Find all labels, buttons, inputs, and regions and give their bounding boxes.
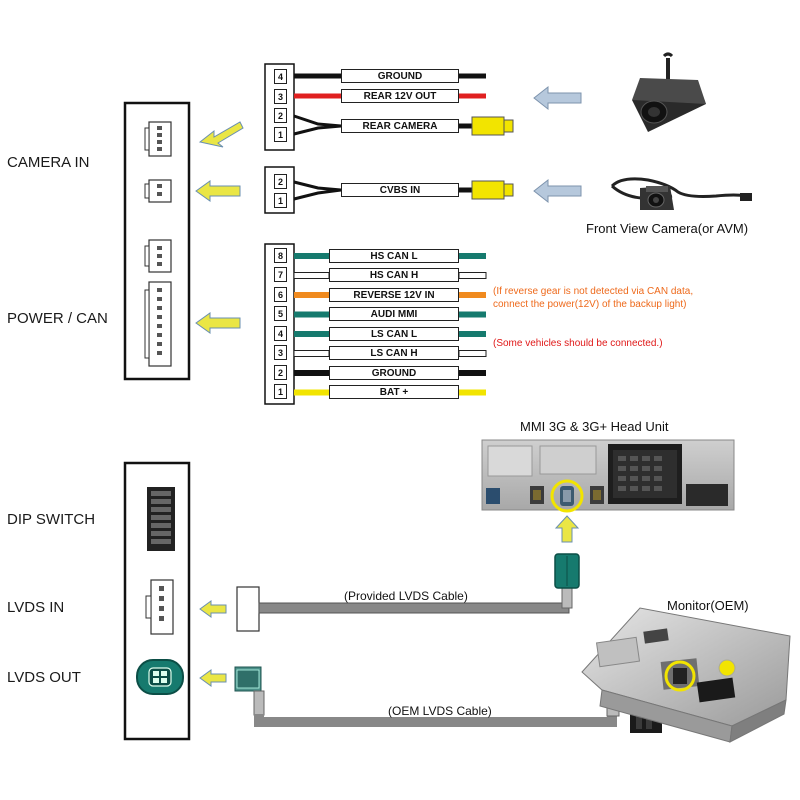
oem-lvds-cable-label: (OEM LVDS Cable): [388, 704, 492, 718]
rear-pin: 2: [274, 108, 287, 123]
power-can-connector-8pin: [144, 281, 172, 367]
power-pin: 6: [274, 287, 287, 302]
arrow-lvds-in: [199, 600, 227, 618]
power-pin: 3: [274, 345, 287, 360]
monitor-lvds-port-highlight: [664, 660, 696, 692]
rear-camera-rca-plug: [471, 116, 505, 136]
note-reverse-line1: (If reverse gear is not detected via CAN…: [493, 286, 694, 297]
power-wire-tail: [458, 272, 487, 279]
head-unit-lvds-port-highlight: [550, 479, 584, 513]
arrow-rear-camera-in: [198, 121, 244, 148]
label-lvds-in: LVDS IN: [7, 599, 65, 616]
power-pin: 1: [274, 384, 287, 399]
label-power-can: POWER / CAN: [7, 310, 108, 327]
arrow-cvbs-in: [195, 180, 241, 202]
label-camera-in: CAMERA IN: [7, 154, 90, 171]
wire-label-rear-12v-out: REAR 12V OUT: [341, 89, 459, 103]
wire-label-ground: GROUND: [341, 69, 459, 83]
cvbs-pin: 2: [274, 174, 287, 189]
lvds-in-connector: [145, 579, 174, 635]
power-wire-tail: [458, 350, 487, 357]
rear-pin: 3: [274, 89, 287, 104]
head-unit-image: [481, 439, 735, 513]
cvbs-pin: 1: [274, 193, 287, 208]
front-camera-image: [610, 177, 752, 210]
dip-switch-block: [147, 487, 175, 551]
arrow-lvds-out: [199, 669, 227, 687]
power-pin: 8: [274, 248, 287, 263]
wire-label-audi-mmi: AUDI MMI: [329, 307, 459, 321]
arrow-from-rear-camera: [533, 85, 582, 111]
label-lvds-out: LVDS OUT: [7, 669, 81, 686]
arrow-power-can: [195, 312, 241, 334]
wire-label-cvbs-in: CVBS IN: [341, 183, 459, 197]
wire-label-hs-can-h: HS CAN H: [329, 268, 459, 282]
power-wire-lead: [293, 350, 330, 357]
power-pin: 7: [274, 267, 287, 282]
wire-label-bat-plus: BAT +: [329, 385, 459, 399]
head-unit-title: MMI 3G & 3G+ Head Unit: [520, 419, 669, 434]
rear-pin: 1: [274, 127, 287, 142]
monitor-image: [581, 607, 791, 743]
monitor-title: Monitor(OEM): [667, 598, 749, 613]
rear-camera-image: [632, 52, 706, 132]
note-ls-can: (Some vehicles should be connected.): [493, 338, 663, 349]
provided-lvds-cable-label: (Provided LVDS Cable): [344, 589, 468, 603]
power-pin: 5: [274, 306, 287, 321]
cvbs-rca-plug: [471, 180, 505, 200]
rear-pin: 4: [274, 69, 287, 84]
aux-connector-3pin: [144, 239, 172, 273]
wire-label-rear-camera: REAR CAMERA: [341, 119, 459, 133]
arrow-to-head-unit: [554, 515, 580, 543]
label-dip-switch: DIP SWITCH: [7, 511, 96, 528]
wire-label-ls-can-l: LS CAN L: [329, 327, 459, 341]
camera-in-connector-2pin: [144, 179, 172, 203]
power-harness-plug: [264, 243, 295, 405]
provided-lvds-cable: [236, 553, 580, 632]
power-pin: 2: [274, 365, 287, 380]
arrow-from-front-camera: [533, 178, 582, 204]
wire-label-hs-can-l: HS CAN L: [329, 249, 459, 263]
power-pin: 4: [274, 326, 287, 341]
lvds-out-connector: [136, 659, 184, 695]
wire-label-ls-can-h: LS CAN H: [329, 346, 459, 360]
note-reverse-line2: connect the power(12V) of the backup lig…: [493, 299, 687, 310]
power-wire-lead: [293, 272, 330, 279]
wire-label-ground: GROUND: [329, 366, 459, 380]
front-camera-caption: Front View Camera(or AVM): [586, 221, 749, 236]
wire-label-reverse-12v-in: REVERSE 12V IN: [329, 288, 459, 302]
camera-in-connector-4pin: [144, 121, 172, 157]
